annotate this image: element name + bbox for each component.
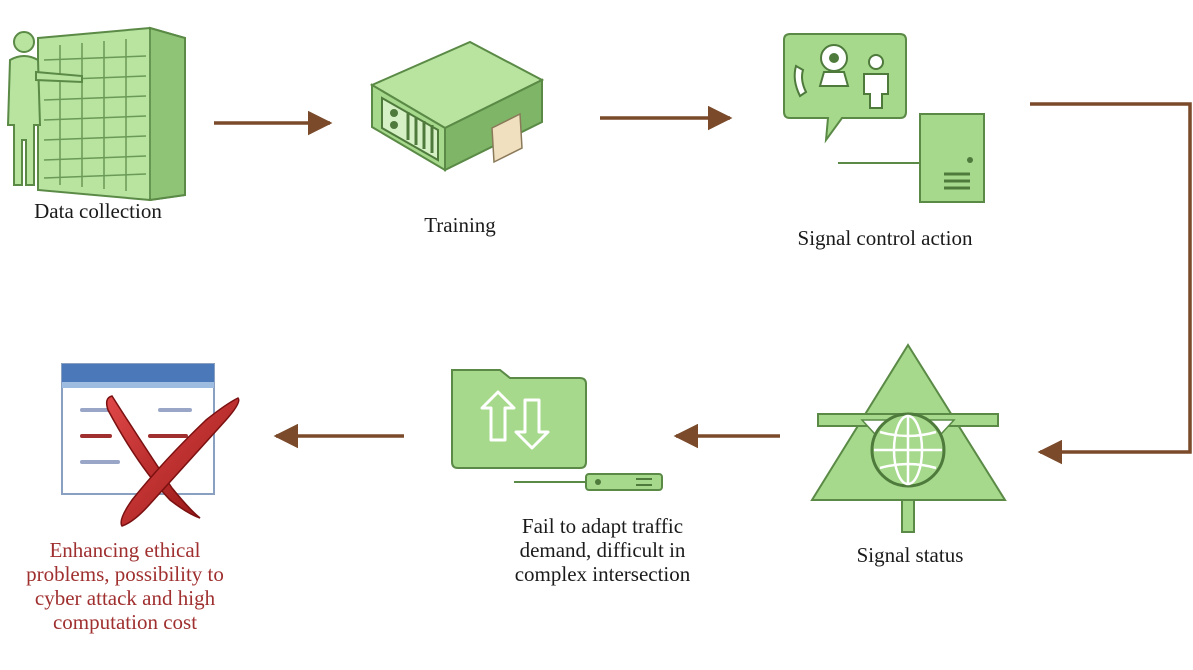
server-rack-person-icon — [6, 26, 186, 202]
fail-label: Fail to adapt traffic demand, difficult … — [514, 514, 691, 586]
training-label: Training — [424, 213, 496, 237]
signal-control-label: Signal control action — [797, 226, 973, 250]
communication-terminal-icon — [783, 33, 985, 203]
data-collection-label: Data collection — [34, 199, 162, 223]
crossed-window-icon — [61, 363, 240, 527]
arrow-control-to-status — [1030, 102, 1192, 465]
server-unit-icon — [369, 40, 545, 172]
enhancing-label: Enhancing ethical problems, possibility … — [26, 538, 224, 634]
signal-status-label: Signal status — [856, 543, 964, 567]
network-triangle-globe-icon — [810, 343, 1007, 533]
data-transfer-folder-icon — [451, 369, 663, 491]
